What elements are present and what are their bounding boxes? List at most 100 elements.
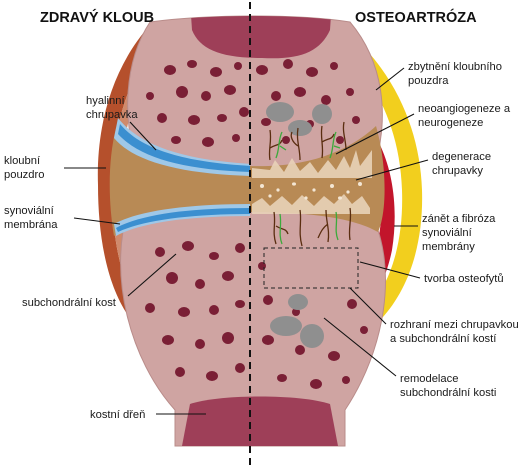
marrow-cavities-lower bbox=[145, 241, 368, 389]
marrow-cavity bbox=[235, 243, 245, 253]
leader-interface bbox=[349, 287, 387, 325]
label-bone-marrow: kostní dřeň bbox=[90, 409, 145, 421]
label-cartilage-degeneration: degenerace chrupavky bbox=[432, 151, 494, 177]
marrow-cavity bbox=[352, 116, 360, 124]
marrow-cavity bbox=[171, 136, 181, 144]
sclerotic-patch bbox=[312, 104, 332, 124]
sclerotic-areas-lower bbox=[270, 294, 324, 348]
marrow-cavity bbox=[336, 136, 344, 144]
marrow-cavity bbox=[235, 300, 245, 308]
sclerotic-patch bbox=[300, 324, 324, 348]
marrow-cavity bbox=[347, 299, 357, 309]
marrow-cavity bbox=[342, 376, 350, 384]
marrow-cavity bbox=[175, 367, 185, 377]
marrow-cavity bbox=[202, 137, 214, 147]
marrow-cavity bbox=[262, 335, 274, 345]
marrow-cavity bbox=[346, 88, 354, 96]
marrow-cavity bbox=[176, 86, 188, 98]
marrow-cavity bbox=[232, 134, 240, 142]
cartilage-fragment bbox=[292, 182, 296, 186]
cartilage-degeneration-area bbox=[252, 150, 372, 214]
marrow-cavity bbox=[209, 305, 219, 315]
marrow-cavity bbox=[330, 62, 338, 70]
marrow-cavity bbox=[201, 91, 211, 101]
marrow-cavity bbox=[328, 351, 340, 361]
label-osteophyte-formation: tvorba osteofytů bbox=[424, 273, 504, 285]
marrow-cavity bbox=[271, 91, 281, 101]
marrow-cavities-upper bbox=[146, 59, 360, 147]
sclerotic-patch bbox=[270, 316, 302, 336]
marrow-cavity bbox=[263, 295, 273, 305]
marrow-cavity bbox=[234, 62, 242, 70]
leader-subchondral-bone bbox=[127, 253, 177, 297]
marrow-cavity bbox=[146, 92, 154, 100]
leader-osteophyte bbox=[359, 261, 421, 279]
marrow-cavity bbox=[210, 67, 222, 77]
marrow-cavity bbox=[145, 303, 155, 313]
marrow-cavity bbox=[321, 95, 331, 105]
label-synovial-membrane: synoviální membrána bbox=[4, 205, 58, 231]
marrow-cavity bbox=[187, 60, 197, 68]
heading-healthy-joint: ZDRAVÝ KLOUB bbox=[40, 8, 154, 26]
marrow-cavity bbox=[182, 241, 194, 251]
cartilage-fragment bbox=[330, 184, 334, 188]
marrow-cavity bbox=[195, 339, 205, 349]
cartilage-debris bbox=[260, 182, 362, 200]
marrow-cavity bbox=[222, 271, 234, 281]
marrow-cavity bbox=[360, 326, 368, 334]
leader-synovial-membrane bbox=[73, 217, 121, 225]
sclerotic-patch bbox=[288, 294, 308, 310]
marrow-cavity bbox=[166, 272, 178, 284]
marrow-cavity bbox=[178, 307, 190, 317]
leader-neoangiogenesis bbox=[335, 113, 415, 155]
heading-osteoarthritis: OSTEOARTRÓZA bbox=[355, 8, 477, 26]
marrow-cavity bbox=[310, 379, 322, 389]
marrow-cavity bbox=[277, 374, 287, 382]
cartilage-fragment bbox=[358, 182, 362, 186]
marrow-cavity bbox=[209, 252, 219, 260]
marrow-cavity bbox=[261, 118, 271, 126]
marrow-cavity bbox=[206, 371, 218, 381]
marrow-cavity bbox=[235, 363, 245, 373]
marrow-cavity bbox=[294, 87, 306, 97]
cartilage-fragment bbox=[260, 184, 264, 188]
cartilage-fragment bbox=[276, 188, 280, 192]
marrow-cavity bbox=[162, 335, 174, 345]
cartilage-fragment bbox=[312, 188, 316, 192]
cartilage-fragment bbox=[346, 190, 350, 194]
marrow-cavity bbox=[188, 115, 200, 125]
neoangiogenesis-vessels bbox=[268, 121, 352, 247]
leader-lines bbox=[64, 67, 429, 415]
marrow-cavity bbox=[157, 113, 167, 123]
label-hyaline-cartilage: hyalinní chrupavka bbox=[86, 95, 138, 121]
hyaline-cartilage-healthy bbox=[114, 118, 250, 236]
label-cartilage-bone-interface: rozhraní mezi chrupavkou a subchondrální… bbox=[390, 319, 522, 345]
label-subchondral-bone: subchondrální kost bbox=[22, 297, 117, 309]
marrow-cavity bbox=[239, 107, 249, 117]
lower-bone bbox=[120, 198, 386, 447]
label-bone-remodeling: remodelace subchondrální kosti bbox=[400, 373, 496, 399]
label-synovitis: zánět a fibróza synoviální membrány bbox=[422, 213, 499, 253]
leader-hyaline-cartilage bbox=[129, 121, 157, 151]
marrow-cavity bbox=[222, 332, 234, 344]
label-joint-capsule: kloubní pouzdro bbox=[4, 155, 44, 181]
marrow-cavity bbox=[295, 345, 305, 355]
label-capsule-thickening: zbytnění kloubního pouzdra bbox=[408, 61, 505, 87]
marrow-cavity bbox=[282, 136, 290, 144]
marrow-cavity bbox=[256, 65, 268, 75]
marrow-cavity bbox=[195, 279, 205, 289]
marrow-cavity bbox=[217, 114, 227, 122]
neurogenesis-nerves bbox=[275, 131, 341, 245]
marrow-cavity bbox=[155, 247, 165, 257]
interface-highlight-box bbox=[263, 247, 359, 289]
sclerotic-areas-upper bbox=[266, 102, 332, 136]
marrow-cavity bbox=[258, 262, 266, 270]
marrow-cavity bbox=[164, 65, 176, 75]
leader-capsule-thickening bbox=[375, 67, 405, 91]
leader-cartilage-degeneration bbox=[355, 159, 429, 181]
label-neoangiogenesis: neoangiogeneze a neurogeneze bbox=[418, 103, 513, 129]
sclerotic-patch bbox=[266, 102, 294, 122]
marrow-cavity bbox=[306, 67, 318, 77]
